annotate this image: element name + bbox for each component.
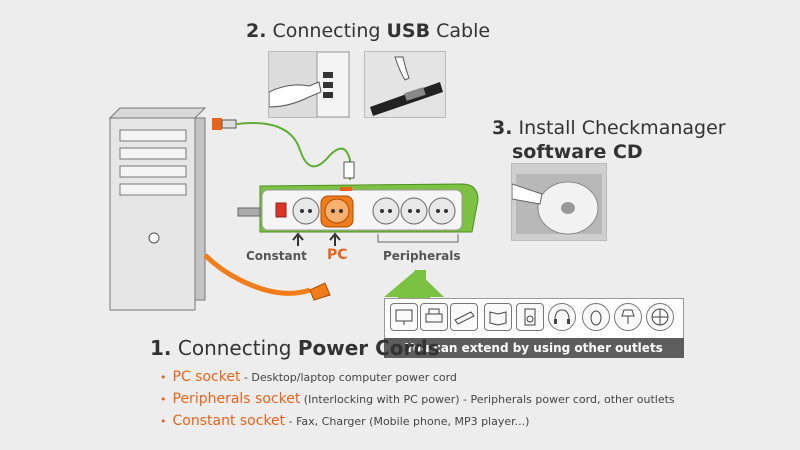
- pc-socket-desc: - Desktop/laptop computer power cord: [240, 371, 457, 384]
- mouse-icon: [582, 303, 610, 331]
- peripherals-bracket: [377, 234, 459, 243]
- step2-text-bold: USB: [386, 20, 431, 42]
- peripherals-socket-name: Peripherals socket: [172, 391, 301, 407]
- headphones-icon: [548, 303, 576, 331]
- step3-line1: Install Checkmanager: [518, 117, 726, 139]
- peripherals-socket-desc: (Interlocking with PC power) - Periphera…: [300, 393, 675, 406]
- step1-title: 1. Connecting Power Cords: [150, 336, 440, 360]
- step1-text-bold: Power Cords: [297, 336, 440, 360]
- constant-label: Constant: [246, 249, 307, 263]
- power-plug: [309, 282, 331, 301]
- step1-number: 1.: [150, 336, 172, 360]
- constant-socket-desc: - Fax, Charger (Mobile phone, MP3 player…: [285, 415, 530, 428]
- book-icon: [484, 303, 512, 331]
- peripheral-socket-2: [400, 197, 428, 225]
- bullet-constant-socket: •Constant socket - Fax, Charger (Mobile …: [160, 413, 530, 429]
- power-cord: [203, 253, 311, 296]
- pc-arrow-icon: [329, 232, 341, 246]
- step1-text-pre: Connecting: [177, 336, 298, 360]
- printer-icon: [420, 303, 448, 331]
- step3-line2: software CD: [512, 141, 643, 163]
- step2-text-post: Cable: [430, 20, 491, 42]
- power-button-icon: [148, 232, 160, 244]
- step2-number: 2.: [246, 20, 267, 42]
- constant-socket: [292, 197, 320, 225]
- fan-icon: [646, 303, 674, 331]
- bullet-peripherals-socket: •Peripherals socket (Interlocking with P…: [160, 391, 675, 407]
- usb-plug-illustration: [269, 52, 349, 117]
- peripherals-label: Peripherals: [383, 249, 461, 263]
- usb-plug-photo: [268, 51, 350, 118]
- speaker-icon: [516, 303, 544, 331]
- step2-title: 2. Connecting USB Cable: [246, 20, 490, 42]
- pc-tower: [108, 107, 207, 311]
- usb-plug-pc: [212, 118, 222, 130]
- power-strip: [237, 183, 479, 233]
- socket-descriptions: •PC socket - Desktop/laptop computer pow…: [160, 366, 675, 432]
- usb-plug-strip: [343, 161, 355, 179]
- constant-arrow-icon: [292, 232, 304, 246]
- peripheral-socket-3: [428, 197, 456, 225]
- bullet-pc-socket: •PC socket - Desktop/laptop computer pow…: [160, 369, 457, 385]
- pc-socket-name: PC socket: [172, 369, 241, 385]
- pc-label: PC: [327, 247, 348, 263]
- monitor-icon: [390, 303, 418, 331]
- usb-cable: [236, 122, 351, 180]
- scanner-icon: [450, 303, 478, 331]
- lamp-icon: [614, 303, 642, 331]
- peripheral-socket-1: [372, 197, 400, 225]
- step2-text-pre: Connecting: [272, 20, 387, 42]
- cd-install-photo: [511, 163, 607, 241]
- extend-note: You can extend by using other outlets: [384, 338, 684, 358]
- cd-illustration: [512, 164, 606, 240]
- constant-socket-name: Constant socket: [172, 413, 286, 429]
- step3-number: 3.: [492, 117, 513, 139]
- power-switch: [275, 202, 287, 218]
- step3-title: 3. Install Checkmanager software CD: [492, 116, 726, 164]
- usb-printer-illustration: [365, 52, 445, 117]
- usb-printer-photo: [364, 51, 446, 118]
